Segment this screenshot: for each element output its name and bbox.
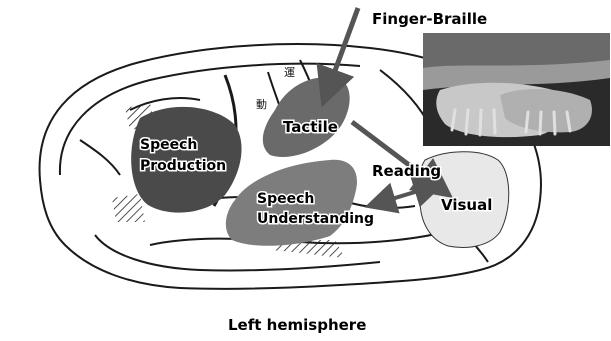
speech-understanding-label-line2: Understanding	[257, 211, 374, 227]
visual-label: Visual	[441, 196, 492, 214]
kanji-annotation: 運	[284, 66, 295, 79]
caption-left-hemisphere: Left hemisphere	[228, 316, 366, 334]
reading-label: Reading	[372, 162, 441, 180]
speech-understanding-label-line1: Speech	[257, 191, 314, 207]
speech-production-label-line1: Speech	[140, 137, 197, 153]
speech-production-label-line2: Production	[140, 158, 226, 174]
finger-braille-label: Finger-Braille	[372, 10, 487, 28]
tactile-label: Tactile	[283, 118, 338, 136]
kanji-annotation: 動	[256, 97, 267, 111]
hatch-region-lower	[112, 194, 145, 222]
finger-braille-photo	[423, 33, 610, 146]
